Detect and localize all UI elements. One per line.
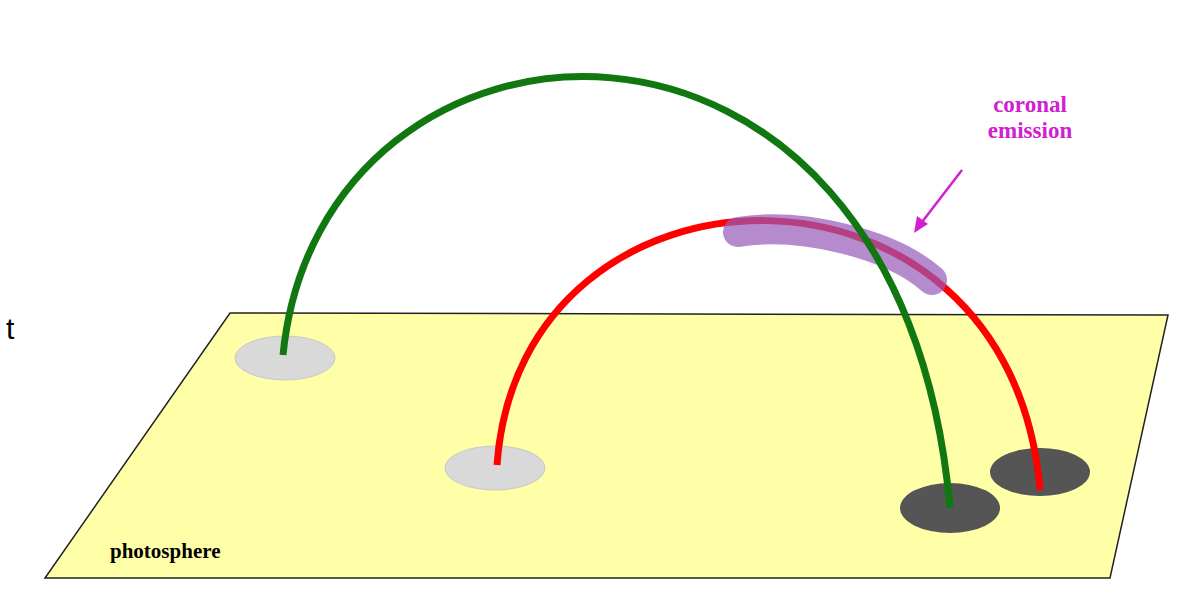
- emission-band: [738, 230, 932, 280]
- cropped-text: t: [6, 312, 36, 346]
- emission-label: coronal emission: [955, 92, 1105, 144]
- plane-label: photosphere: [110, 539, 220, 564]
- leader-arrow: [922, 170, 962, 222]
- red-loop: [497, 221, 1040, 490]
- leader-arrowhead: [914, 216, 928, 233]
- green-loop: [283, 77, 950, 508]
